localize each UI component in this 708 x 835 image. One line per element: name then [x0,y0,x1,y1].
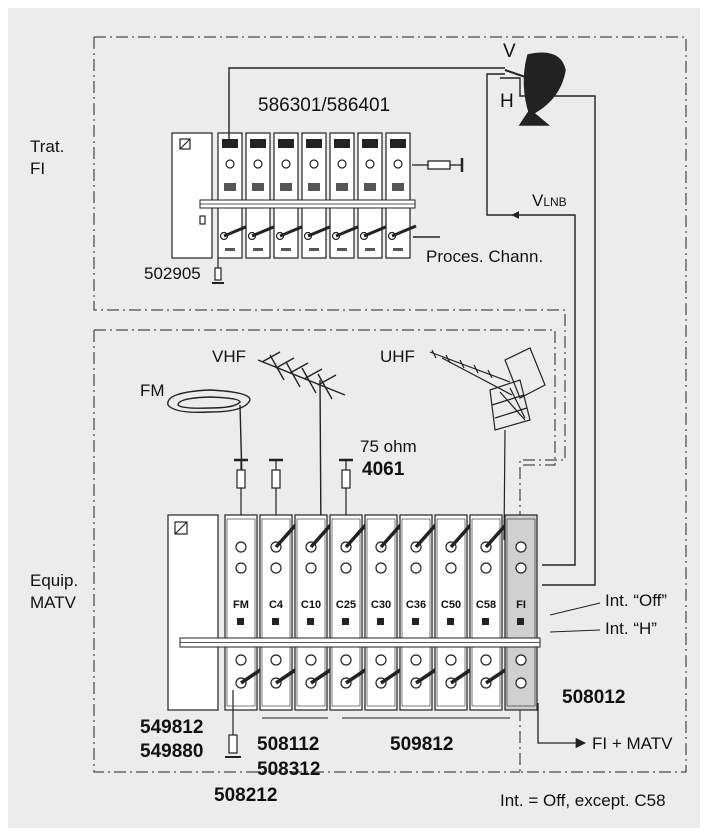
processor-module [273,132,305,259]
amp-code-fm: 508212 [214,785,278,806]
processor-psu [171,132,213,259]
processor-module [385,132,417,259]
matv-module-c4: C4 [259,514,311,711]
module-label: C10 [301,599,321,611]
matv-section-border [93,329,556,773]
matv-section-label-2: MATV [30,593,76,612]
matv-module-c50: C50 [434,514,486,711]
processor-modules [217,132,417,259]
module-label: C50 [441,599,461,611]
processor-module [217,132,249,259]
fi-section-label-1: Trat. [30,137,65,156]
module-label: C4 [269,599,284,611]
matv-module-c30: C30 [364,514,416,711]
vlnb-label: VLNB [532,192,567,209]
processor-module [301,132,333,259]
polarity-v-label: V [503,41,516,62]
footnote: Int. = Off, except. C58 [500,791,666,810]
output-arrow [537,703,587,749]
proc-modules-code: 586301/586401 [258,95,391,116]
processor-rack [171,132,213,259]
psu-code-a: 549812 [140,717,204,738]
processor-module [245,132,277,259]
matv-section-label-1: Equip. [30,571,79,590]
processor-load [412,158,464,172]
fi-section-label-2: FI [30,159,46,178]
psu-load [212,258,224,284]
matv-psu [167,514,219,711]
fi-section-border [93,36,687,773]
amp-code-b: 508312 [257,759,321,780]
module-label: FM [233,599,249,611]
matv-module-c25: C25 [329,514,381,711]
switch-off-label: Int. “Off” [605,591,668,610]
matv-module-fi: FI [504,514,538,711]
processor-module [329,132,361,259]
proc-psu-code: 502905 [144,264,201,283]
switch-h-label: Int. “H” [605,619,657,638]
satellite-dish-icon [504,52,566,126]
amp-code-a: 508112 [257,734,320,755]
vhf-antenna-label: VHF [212,347,246,366]
fm-output-load [225,690,241,758]
module-label: C25 [336,599,356,611]
vlnb-sub: LNB [543,195,567,209]
section-borders [93,36,687,773]
uhf-antenna-icon [429,347,546,541]
output-label: FI + MATV [592,734,673,753]
psu-code-b: 549880 [140,741,204,762]
module-label: C30 [371,599,391,611]
module-label: FI [516,599,526,611]
processor-module [357,132,389,259]
uhf-antenna-label: UHF [380,347,415,366]
amp-code-c: 509812 [390,734,454,755]
polarity-h-label: H [500,91,514,112]
module-label: C36 [406,599,426,611]
fm-antenna-icon [167,389,251,481]
vhf-antenna-icon [257,351,346,541]
module-label: C58 [476,599,496,611]
matv-module-c58: C58 [469,514,521,711]
fi-module-code: 508012 [562,687,626,708]
load-label: 75 ohm [360,437,417,456]
matv-module-c36: C36 [399,514,451,711]
fm-antenna-label: FM [140,381,165,400]
proc-channels-label: Proces. Chann. [426,247,544,266]
load-ref-code: 4061 [362,459,405,480]
vlnb-v: V [532,191,544,210]
matv-modules: FM C4 C10 C25 C30 C36 C50 C58 FI [224,514,538,711]
termination-loads [234,458,353,542]
